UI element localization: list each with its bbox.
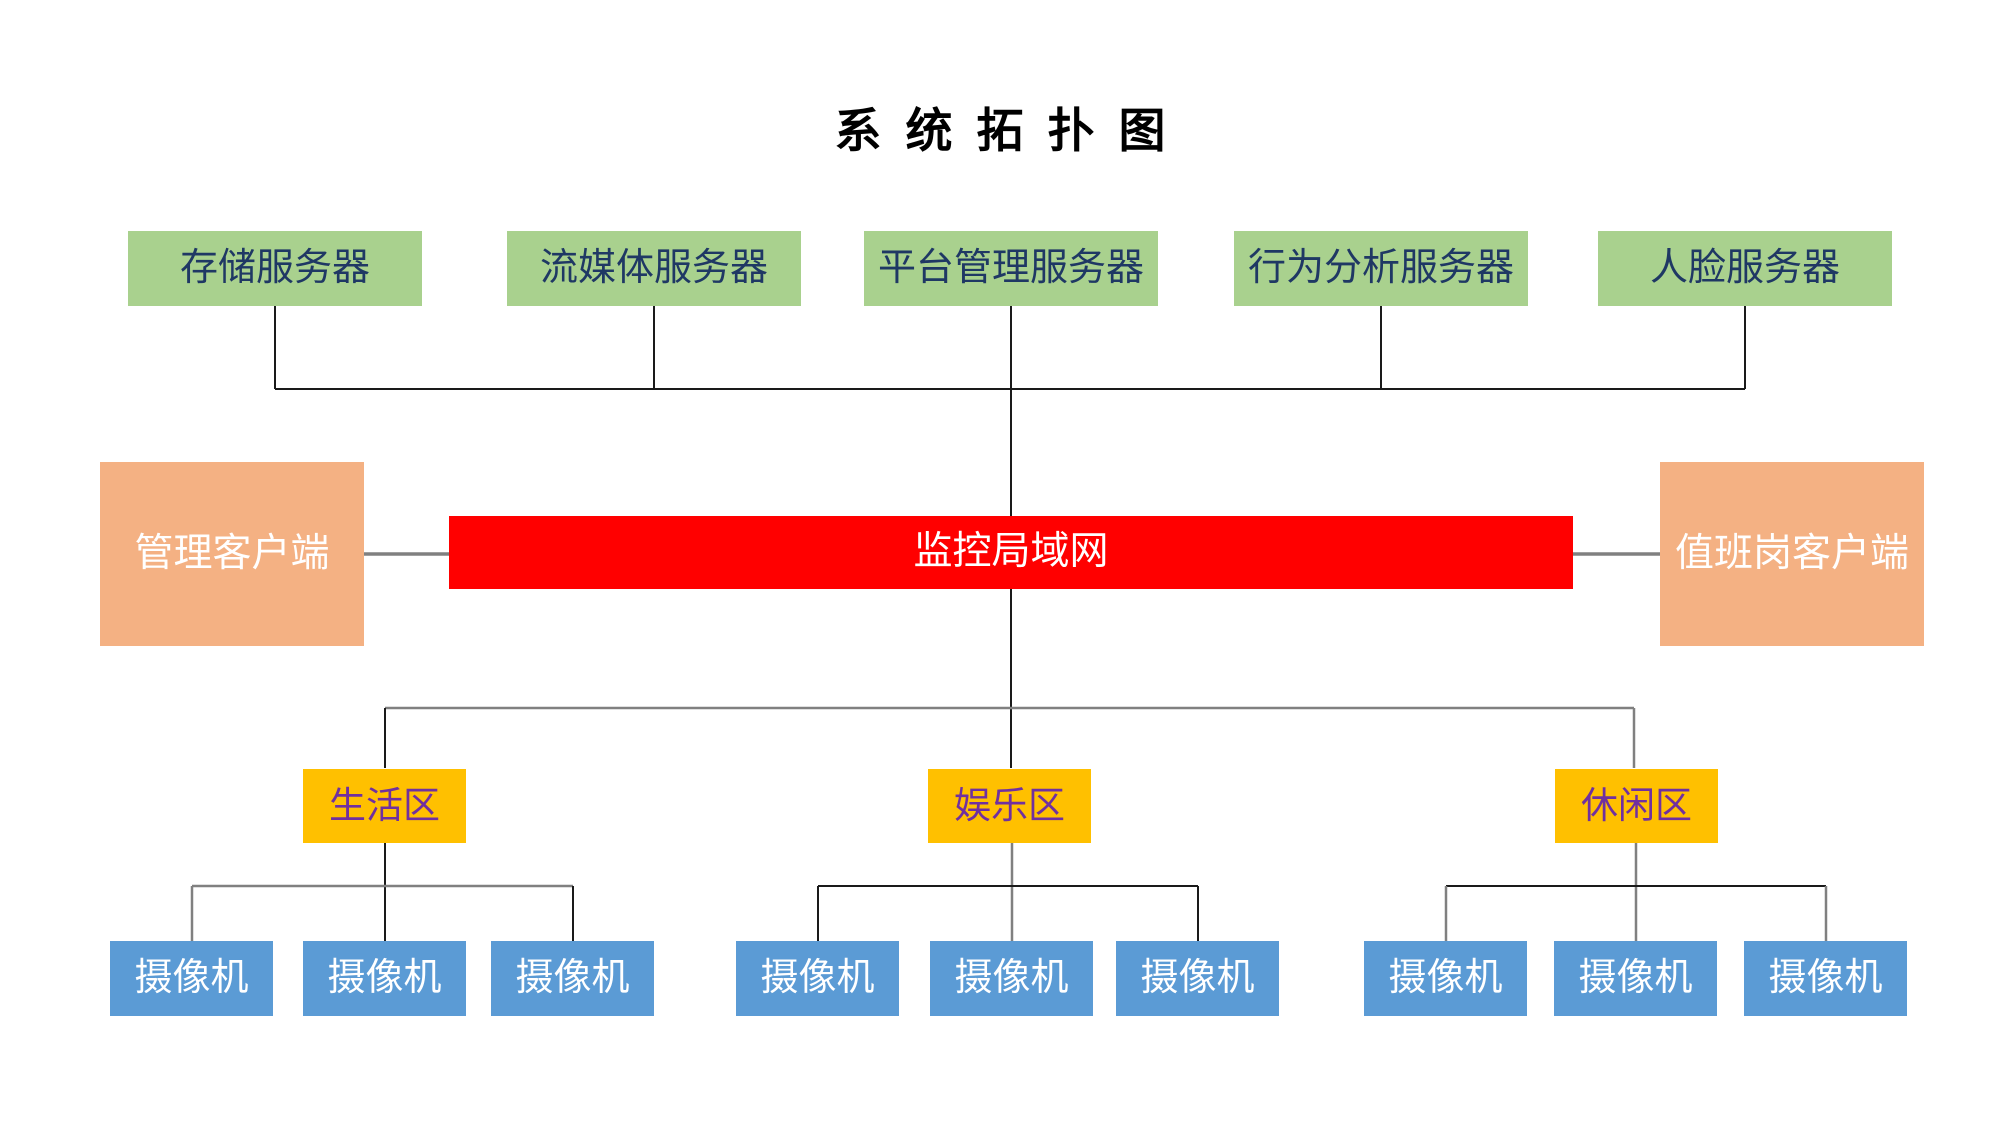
camera-node: 摄像机 <box>1116 941 1279 1016</box>
node-face-server: 人脸服务器 <box>1598 231 1892 306</box>
camera-node: 摄像机 <box>110 941 273 1016</box>
camera-node: 摄像机 <box>1744 941 1907 1016</box>
camera-node: 摄像机 <box>930 941 1093 1016</box>
node-streaming-server: 流媒体服务器 <box>507 231 801 306</box>
camera-node: 摄像机 <box>736 941 899 1016</box>
node-platform-server: 平台管理服务器 <box>864 231 1158 306</box>
node-zone-entertainment: 娱乐区 <box>928 769 1091 843</box>
node-admin-client: 管理客户端 <box>100 462 364 646</box>
camera-node: 摄像机 <box>1554 941 1717 1016</box>
camera-node: 摄像机 <box>491 941 654 1016</box>
camera-node: 摄像机 <box>303 941 466 1016</box>
node-storage-server: 存储服务器 <box>128 231 422 306</box>
node-duty-client: 值班岗客户端 <box>1660 462 1924 646</box>
node-zone-living: 生活区 <box>303 769 466 843</box>
camera-node: 摄像机 <box>1364 941 1527 1016</box>
node-behavior-server: 行为分析服务器 <box>1234 231 1528 306</box>
node-zone-leisure: 休闲区 <box>1555 769 1718 843</box>
node-monitor-lan: 监控局域网 <box>449 516 1573 589</box>
page-title: 系统拓扑图 <box>834 104 1190 157</box>
